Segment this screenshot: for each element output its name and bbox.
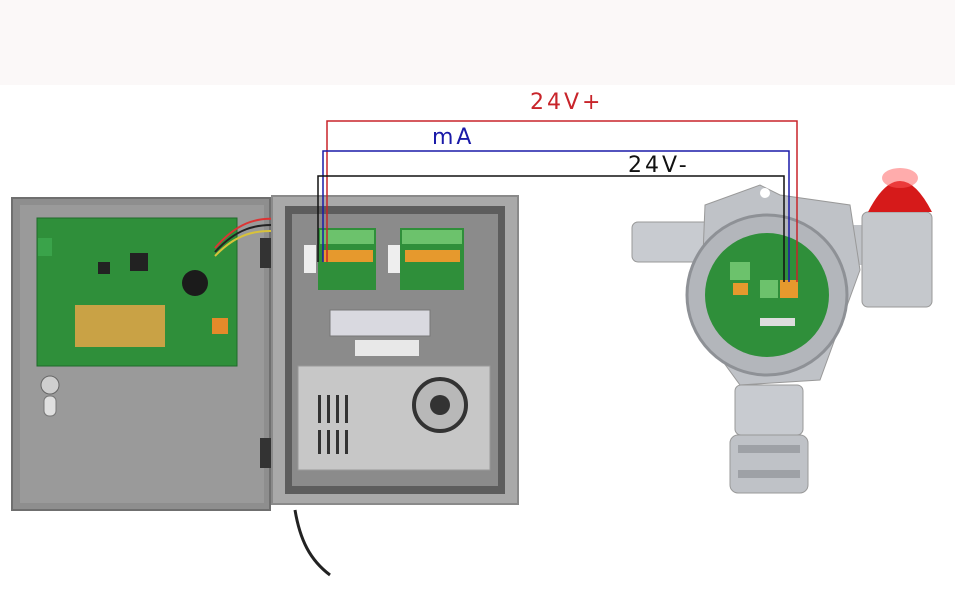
background-haze: [0, 0, 955, 85]
label-ma-signal: mA: [432, 125, 475, 150]
door-lock: [40, 375, 60, 395]
wire-24v-positive: [326, 120, 798, 282]
hinge-top: [260, 238, 274, 268]
wire-ma-signal: [322, 150, 790, 282]
wire-24v-negative: [317, 175, 785, 282]
gas-detector: [631, 168, 933, 494]
buzzer: [182, 270, 208, 296]
alarm-lamp: [868, 181, 932, 212]
terminal-block: [329, 309, 431, 337]
controller-cabinet-body: [271, 195, 519, 577]
alarm-housing: [861, 211, 933, 308]
display-ribbon: [75, 305, 165, 347]
label-24v-negative: 24V-: [628, 153, 690, 178]
controller-cabinet-door: [11, 197, 286, 511]
label-24v-positive: 24V+: [530, 90, 604, 115]
sensor-housing: [734, 384, 804, 436]
chip: [130, 253, 148, 271]
power-cable: [293, 509, 331, 577]
hinge-bottom: [260, 438, 274, 468]
